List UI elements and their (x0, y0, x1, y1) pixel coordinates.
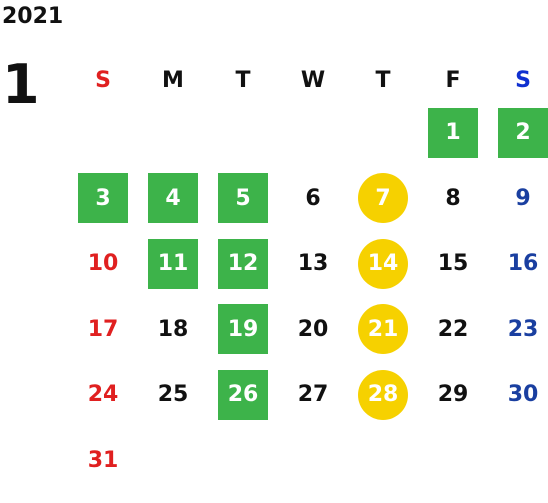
calendar-day: 16 (507, 251, 539, 277)
calendar-day: 1 (428, 107, 478, 158)
calendar-day: 11 (148, 238, 198, 289)
weekday-friday: F (445, 67, 461, 93)
calendar-day-cell[interactable]: 7 (348, 166, 418, 232)
calendar-day: 24 (87, 382, 119, 408)
calendar-day: 12 (218, 238, 268, 289)
calendar-day: 23 (507, 316, 539, 342)
calendar-day: 3 (78, 173, 128, 224)
calendar-day-cell[interactable]: 18 (138, 297, 208, 363)
calendar-day-cell[interactable]: 19 (208, 297, 278, 363)
calendar-day: 15 (437, 251, 469, 277)
calendar-day-cell[interactable]: 21 (348, 297, 418, 363)
calendar-day-cell[interactable]: 17 (68, 297, 138, 363)
calendar-day: 8 (445, 185, 461, 211)
calendar-day: 21 (358, 304, 408, 355)
weekday-monday: M (162, 67, 184, 93)
calendar-day: 17 (87, 316, 119, 342)
calendar-day-cell[interactable]: 11 (138, 231, 208, 297)
calendar-day-cell[interactable]: 13 (278, 231, 348, 297)
calendar-day-cell[interactable]: 9 (488, 166, 548, 232)
calendar-day: 9 (515, 185, 531, 211)
empty-cell (278, 100, 348, 166)
calendar-day: 31 (87, 447, 119, 473)
calendar-day: 14 (358, 238, 408, 289)
calendar-day-cell[interactable]: 30 (488, 362, 548, 428)
weekday-saturday: S (515, 67, 531, 93)
calendar-day-cell[interactable]: 6 (278, 166, 348, 232)
calendar-year: 2021 (2, 4, 64, 29)
calendar-day: 22 (437, 316, 469, 342)
calendar-day: 4 (148, 173, 198, 224)
calendar-day-cell[interactable]: 20 (278, 297, 348, 363)
weekday-thursday: T (375, 67, 391, 93)
calendar-day-cell[interactable]: 25 (138, 362, 208, 428)
calendar-day-cell[interactable]: 24 (68, 362, 138, 428)
calendar-day-cell[interactable]: 12 (208, 231, 278, 297)
calendar-day-cell[interactable]: 31 (68, 428, 138, 494)
calendar-day-cell[interactable]: 3 (68, 166, 138, 232)
calendar-day: 27 (297, 382, 329, 408)
calendar-day: 13 (297, 251, 329, 277)
calendar-day-cell[interactable]: 26 (208, 362, 278, 428)
calendar-day-cell[interactable]: 4 (138, 166, 208, 232)
weekday-wednesday: W (300, 67, 326, 93)
calendar-day: 7 (358, 173, 408, 224)
calendar-day: 2 (498, 107, 548, 158)
empty-cell (208, 100, 278, 166)
calendar-day: 29 (437, 382, 469, 408)
calendar-day-cell[interactable]: 29 (418, 362, 488, 428)
calendar-day: 19 (218, 304, 268, 355)
weekday-tuesday: T (235, 67, 251, 93)
empty-cell (348, 100, 418, 166)
calendar-day-cell[interactable]: 16 (488, 231, 548, 297)
empty-cell (138, 100, 208, 166)
calendar-day: 25 (157, 382, 189, 408)
calendar-month: 1 (2, 53, 40, 116)
calendar-day-cell[interactable]: 10 (68, 231, 138, 297)
calendar-day-cell[interactable]: 22 (418, 297, 488, 363)
calendar-day-cell[interactable]: 1 (418, 100, 488, 166)
calendar-day: 20 (297, 316, 329, 342)
calendar-day-cell[interactable]: 15 (418, 231, 488, 297)
calendar-day-cell[interactable]: 2 (488, 100, 548, 166)
calendar-day: 10 (87, 251, 119, 277)
calendar-day-cell[interactable]: 8 (418, 166, 488, 232)
calendar-day: 26 (218, 369, 268, 420)
empty-cell (68, 100, 138, 166)
calendar-day: 30 (507, 382, 539, 408)
calendar-day: 18 (157, 316, 189, 342)
calendar-day: 6 (305, 185, 321, 211)
calendar-day: 5 (218, 173, 268, 224)
calendar-day-cell[interactable]: 5 (208, 166, 278, 232)
calendar-day-cell[interactable]: 27 (278, 362, 348, 428)
calendar-day-cell[interactable]: 14 (348, 231, 418, 297)
calendar-day: 28 (358, 369, 408, 420)
calendar-day-cell[interactable]: 23 (488, 297, 548, 363)
calendar-day-cell[interactable]: 28 (348, 362, 418, 428)
weekday-sunday: S (95, 67, 111, 93)
